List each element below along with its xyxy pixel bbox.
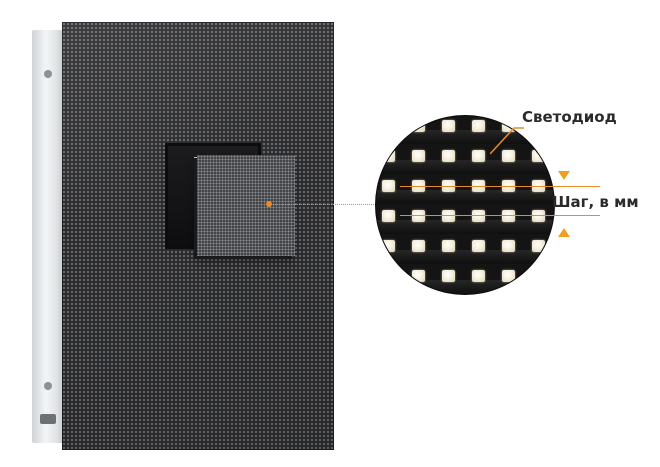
led-diode [472, 240, 485, 252]
led-diode [532, 150, 545, 162]
magnified-led-view [376, 116, 554, 294]
led-diode [442, 120, 455, 132]
led-diode [502, 120, 515, 132]
led-diode [382, 150, 395, 162]
led-row-shade [376, 160, 554, 174]
led-diode [502, 240, 515, 252]
led-diode [382, 240, 395, 252]
pitch-label: Шаг, в мм [552, 193, 639, 211]
led-diode [472, 270, 485, 282]
led-diode [532, 210, 545, 222]
led-diode [502, 210, 515, 222]
module-edge [194, 157, 198, 257]
led-row-shade [376, 280, 554, 294]
led-diode [442, 150, 455, 162]
led-diode [532, 120, 545, 132]
led-row-shade [376, 250, 554, 264]
pitch-line-bottom [400, 215, 600, 216]
pitch-line-top [400, 186, 600, 187]
led-callout-line [490, 127, 524, 155]
cabinet-side-frame [32, 30, 66, 443]
frame-hole [44, 70, 52, 78]
led-diode [412, 240, 425, 252]
led-diode [472, 210, 485, 222]
led-diode [502, 150, 515, 162]
led-label: Светодиод [522, 108, 617, 126]
frame-notch [40, 414, 56, 424]
led-diode [442, 240, 455, 252]
leader-dot [266, 201, 272, 207]
led-diode [502, 270, 515, 282]
led-diode [412, 120, 425, 132]
led-diode [532, 240, 545, 252]
led-diode [382, 270, 395, 282]
led-diode [442, 270, 455, 282]
led-diode [412, 150, 425, 162]
led-row-shade [376, 190, 554, 204]
led-diode [382, 210, 395, 222]
led-module [197, 155, 295, 256]
led-row-shade [376, 130, 554, 144]
led-diode [412, 210, 425, 222]
led-diode [532, 270, 545, 282]
led-diode [472, 150, 485, 162]
led-diode [382, 120, 395, 132]
led-diode [472, 120, 485, 132]
led-diode [412, 270, 425, 282]
pitch-arrow-down-icon [558, 171, 570, 180]
frame-hole [44, 382, 52, 390]
led-row-shade [376, 220, 554, 234]
pitch-arrow-up-icon [558, 228, 570, 237]
led-diode [382, 180, 395, 192]
led-diode [442, 210, 455, 222]
leader-line [270, 204, 380, 205]
